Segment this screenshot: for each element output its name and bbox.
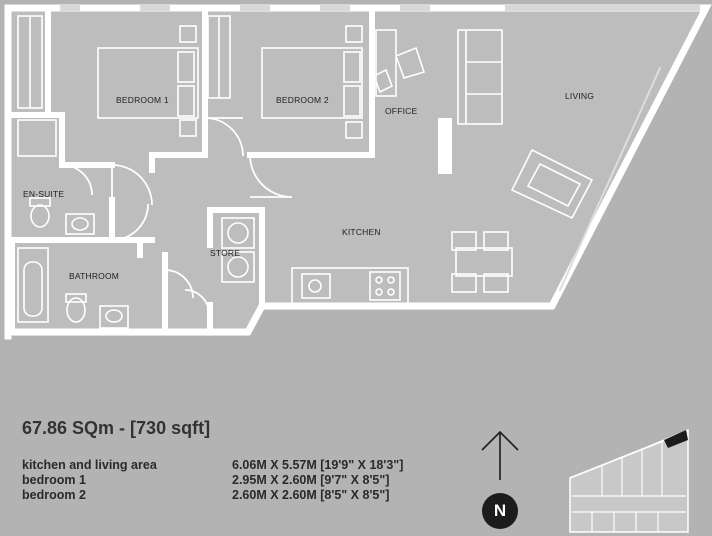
dimension-room: bedroom 1 [22, 473, 86, 487]
door-swings [61, 117, 293, 315]
walls [4, 4, 712, 340]
building-keyplan-icon [569, 428, 689, 533]
apartment-floor [8, 8, 706, 336]
room-dimensions-list: kitchen and living area 6.06M X 5.57M [1… [22, 458, 403, 503]
dimension-size: 6.06M X 5.57M [19'9" X 18'3"] [232, 458, 404, 472]
label-bedroom-1: BEDROOM 1 [116, 95, 169, 105]
dimension-row: kitchen and living area 6.06M X 5.57M [1… [22, 458, 403, 473]
label-bathroom: BATHROOM [69, 271, 119, 281]
furniture [17, 15, 594, 329]
dimension-room: kitchen and living area [22, 458, 157, 472]
dimension-size: 2.60M X 2.60M [8'5" X 8'5"] [232, 488, 390, 502]
dimension-row: bedroom 1 2.95M X 2.60M [9'7" X 8'5"] [22, 473, 403, 488]
label-bedroom-2: BEDROOM 2 [276, 95, 329, 105]
label-office: OFFICE [385, 106, 417, 116]
north-badge: N [482, 493, 518, 529]
label-store: STORE [210, 248, 240, 258]
label-kitchen: KITCHEN [342, 227, 381, 237]
floor-plan: BEDROOM 1 BEDROOM 2 OFFICE LIVING EN-SUI… [4, 4, 712, 340]
label-en-suite: EN-SUITE [23, 189, 64, 199]
dimension-size: 2.95M X 2.60M [9'7" X 8'5"] [232, 473, 390, 487]
label-living: LIVING [565, 91, 594, 101]
total-area: 67.86 SQm - [730 sqft] [22, 418, 211, 438]
dimension-room: bedroom 2 [22, 488, 86, 502]
north-arrow-icon [481, 430, 519, 480]
dimension-row: bedroom 2 2.60M X 2.60M [8'5" X 8'5"] [22, 488, 403, 503]
